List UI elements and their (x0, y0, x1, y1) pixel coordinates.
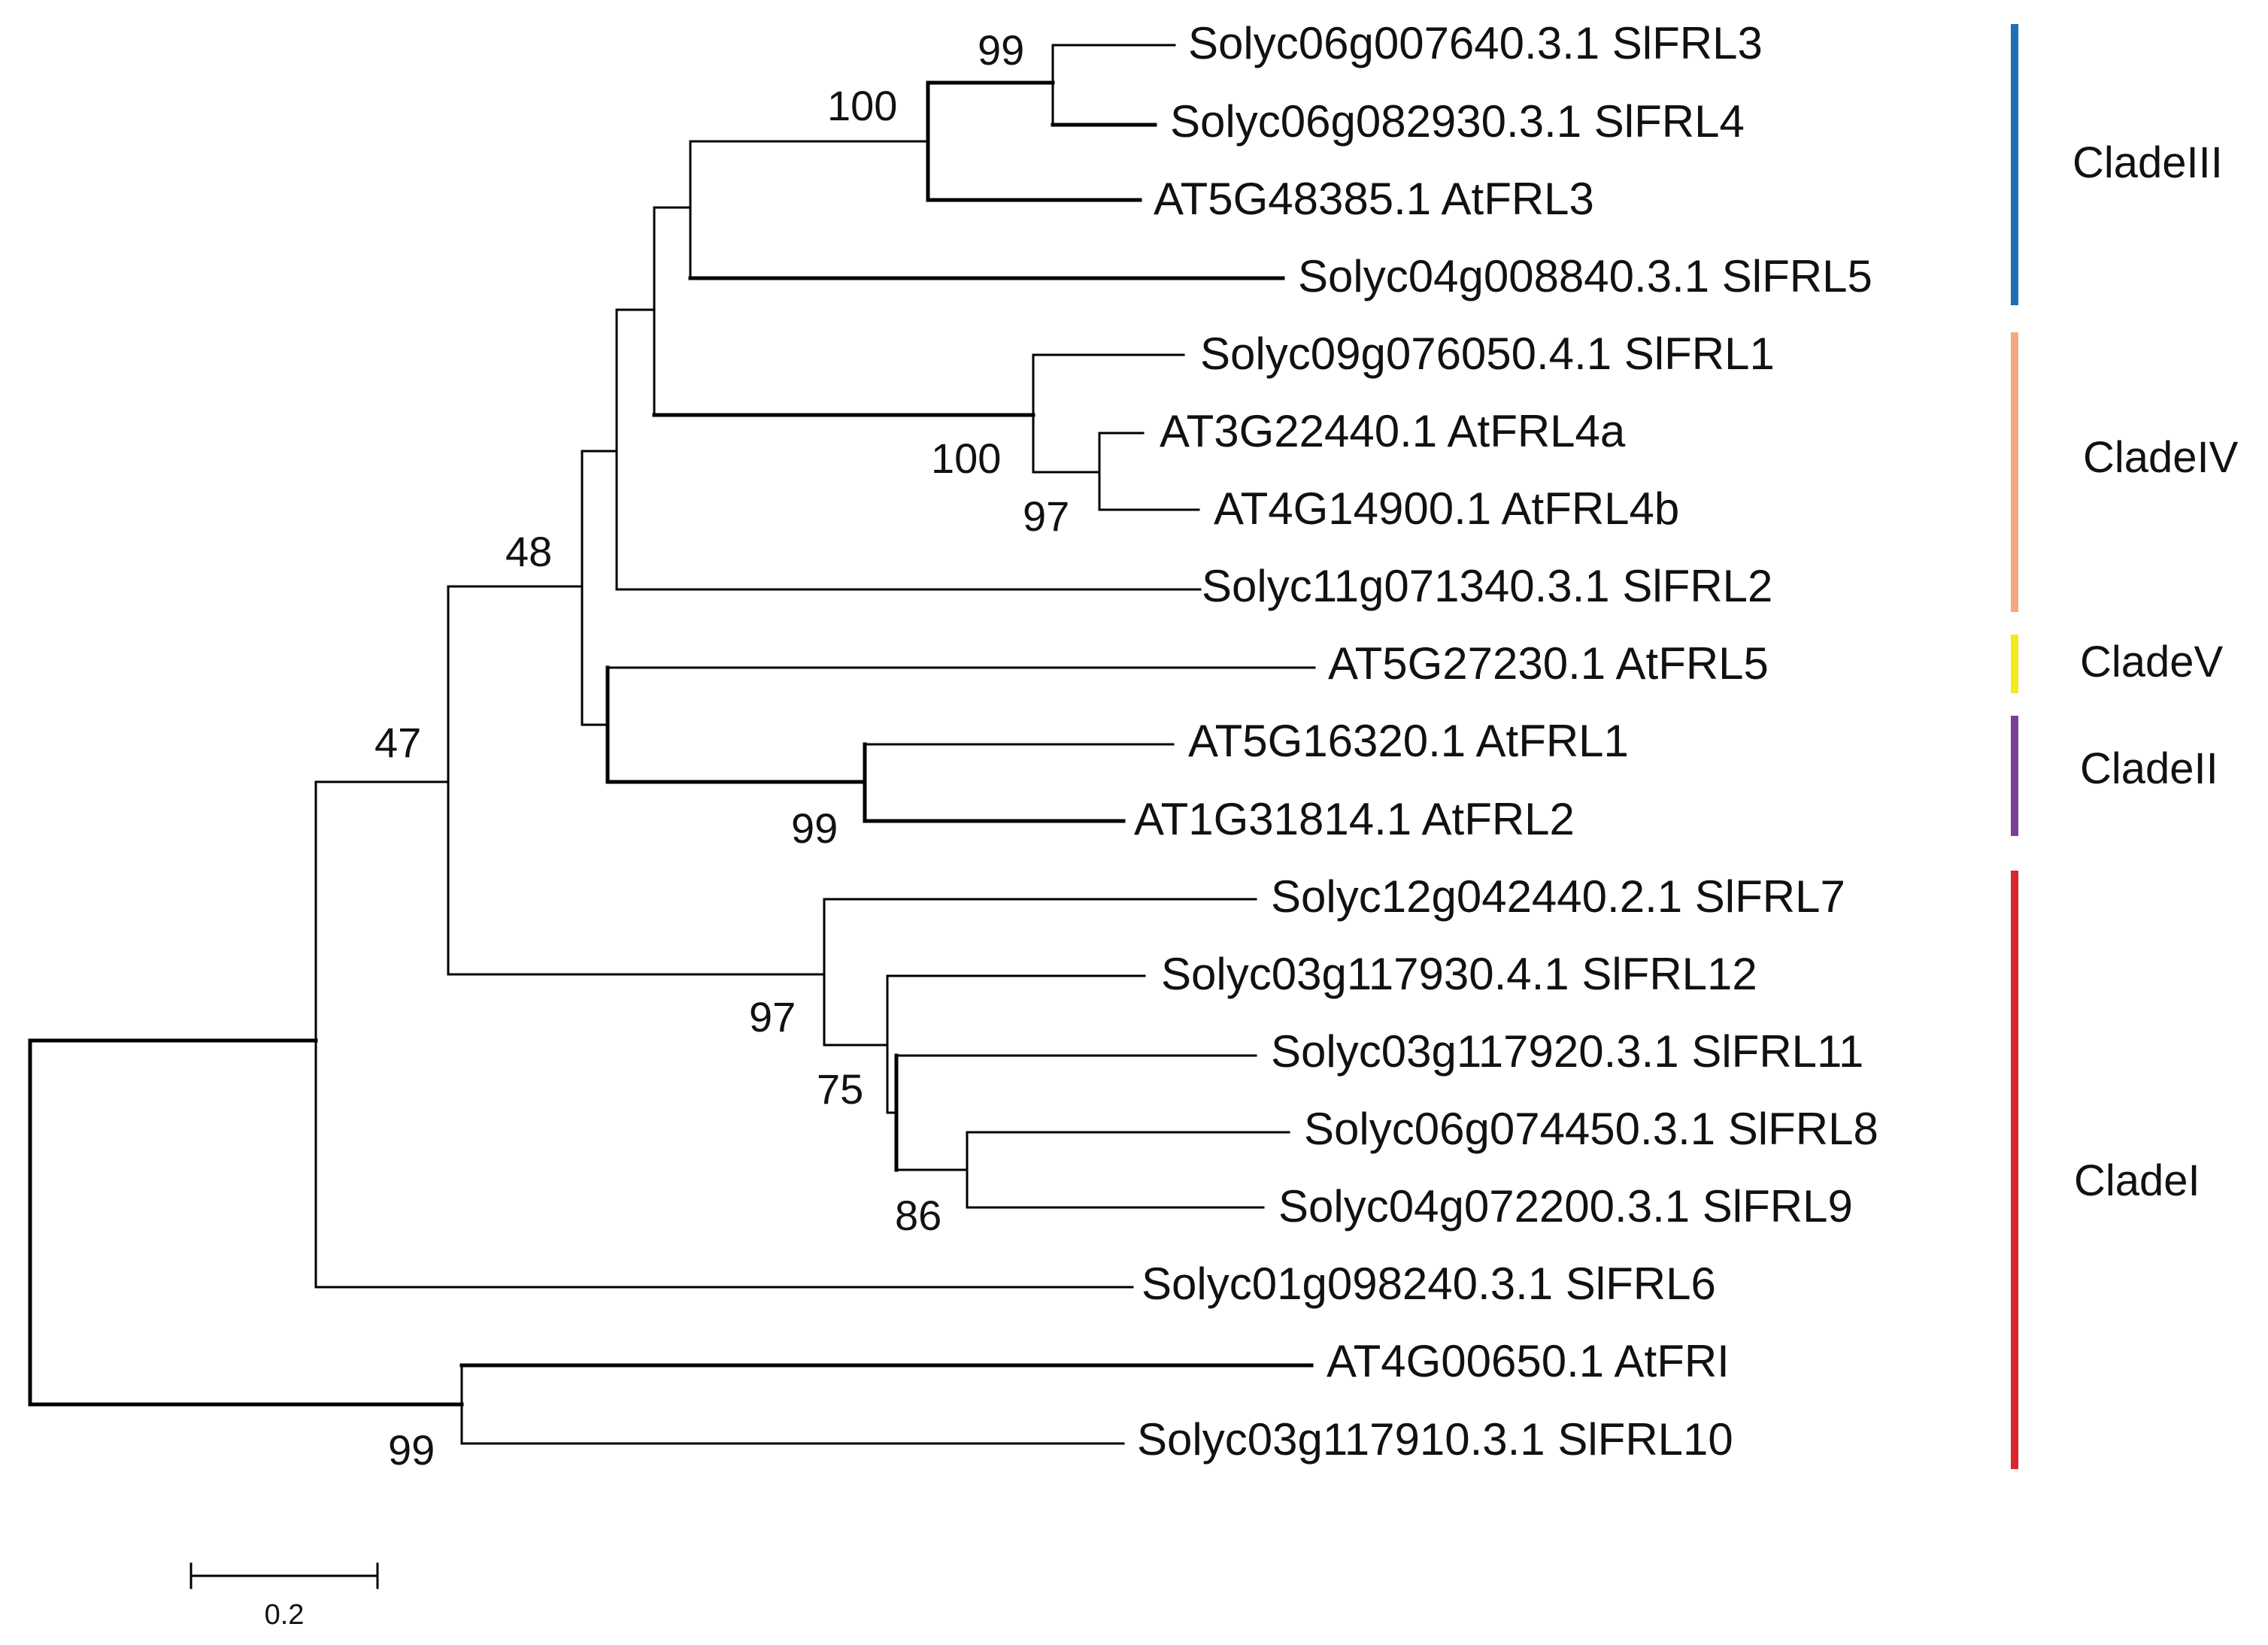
clade-bar-ii (2011, 716, 2018, 836)
clade-bar-iii (2011, 24, 2018, 305)
clade-bar-i (2011, 871, 2018, 1469)
bootstrap-label: 48 (505, 528, 552, 575)
leaf-label: AT3G22440.1 AtFRL4a (1160, 406, 1626, 456)
leaf-label: Solyc06g007640.3.1 SlFRL3 (1188, 18, 1763, 68)
leaf-label: AT5G16320.1 AtFRL1 (1188, 716, 1629, 766)
bootstrap-label: 75 (817, 1065, 863, 1113)
clade-annotations: CladeIII CladeIV CladeV CladeII CladeI (2011, 24, 2239, 1469)
scale-bar-label: 0.2 (265, 1599, 305, 1631)
bootstrap-label: 97 (749, 993, 796, 1041)
leaf-label: AT5G48385.1 AtFRL3 (1154, 174, 1594, 224)
leaf-label: AT1G31814.1 AtFRL2 (1134, 794, 1575, 844)
scale-bar: 0.2 (190, 1562, 379, 1631)
leaf-label: AT4G14900.1 AtFRL4b (1214, 483, 1679, 534)
bootstrap-label: 100 (827, 82, 897, 129)
leaf-label: Solyc01g098240.3.1 SlFRL6 (1142, 1259, 1716, 1309)
bootstrap-label: 100 (931, 435, 1001, 482)
tree-branches (28, 44, 1316, 1445)
leaf-label: Solyc03g117920.3.1 SlFRL11 (1271, 1026, 1863, 1077)
bootstrap-label: 97 (1023, 492, 1069, 540)
leaf-label: Solyc09g076050.4.1 SlFRL1 (1200, 329, 1775, 379)
leaf-label: Solyc04g008840.3.1 SlFRL5 (1298, 251, 1872, 301)
clade-bar-v (2011, 635, 2018, 693)
leaf-labels: Solyc06g007640.3.1 SlFRL3 Solyc06g082930… (1134, 18, 1878, 1465)
clade-label-iii: CladeIII (2072, 138, 2223, 187)
leaf-label: AT5G27230.1 AtFRL5 (1328, 638, 1769, 689)
clade-label-iv: CladeIV (2083, 433, 2239, 482)
clade-label-ii: CladeII (2080, 744, 2218, 793)
bootstrap-labels: 99 100 100 97 48 99 47 97 75 86 99 (374, 26, 1069, 1474)
leaf-label: Solyc03g117910.3.1 SlFRL10 (1137, 1414, 1733, 1465)
leaf-label: Solyc12g042440.2.1 SlFRL7 (1271, 871, 1845, 922)
bootstrap-label: 47 (374, 719, 421, 766)
leaf-label: Solyc06g082930.3.1 SlFRL4 (1170, 96, 1745, 147)
bootstrap-label: 86 (895, 1192, 941, 1239)
leaf-label: Solyc04g072200.3.1 SlFRL9 (1278, 1181, 1853, 1231)
clade-label-i: CladeI (2074, 1156, 2200, 1205)
bootstrap-label: 99 (791, 804, 838, 852)
leaf-label: Solyc03g117930.4.1 SlFRL12 (1161, 949, 1757, 999)
leaf-label: AT4G00650.1 AtFRI (1327, 1336, 1730, 1386)
leaf-label: Solyc06g074450.3.1 SlFRL8 (1304, 1104, 1878, 1154)
clade-label-v: CladeV (2080, 638, 2224, 686)
bootstrap-label: 99 (978, 26, 1024, 74)
leaf-label: Solyc11g071340.3.1 SlFRL2 (1202, 561, 1772, 611)
bootstrap-label: 99 (388, 1426, 435, 1474)
clade-bar-iv (2011, 332, 2018, 612)
